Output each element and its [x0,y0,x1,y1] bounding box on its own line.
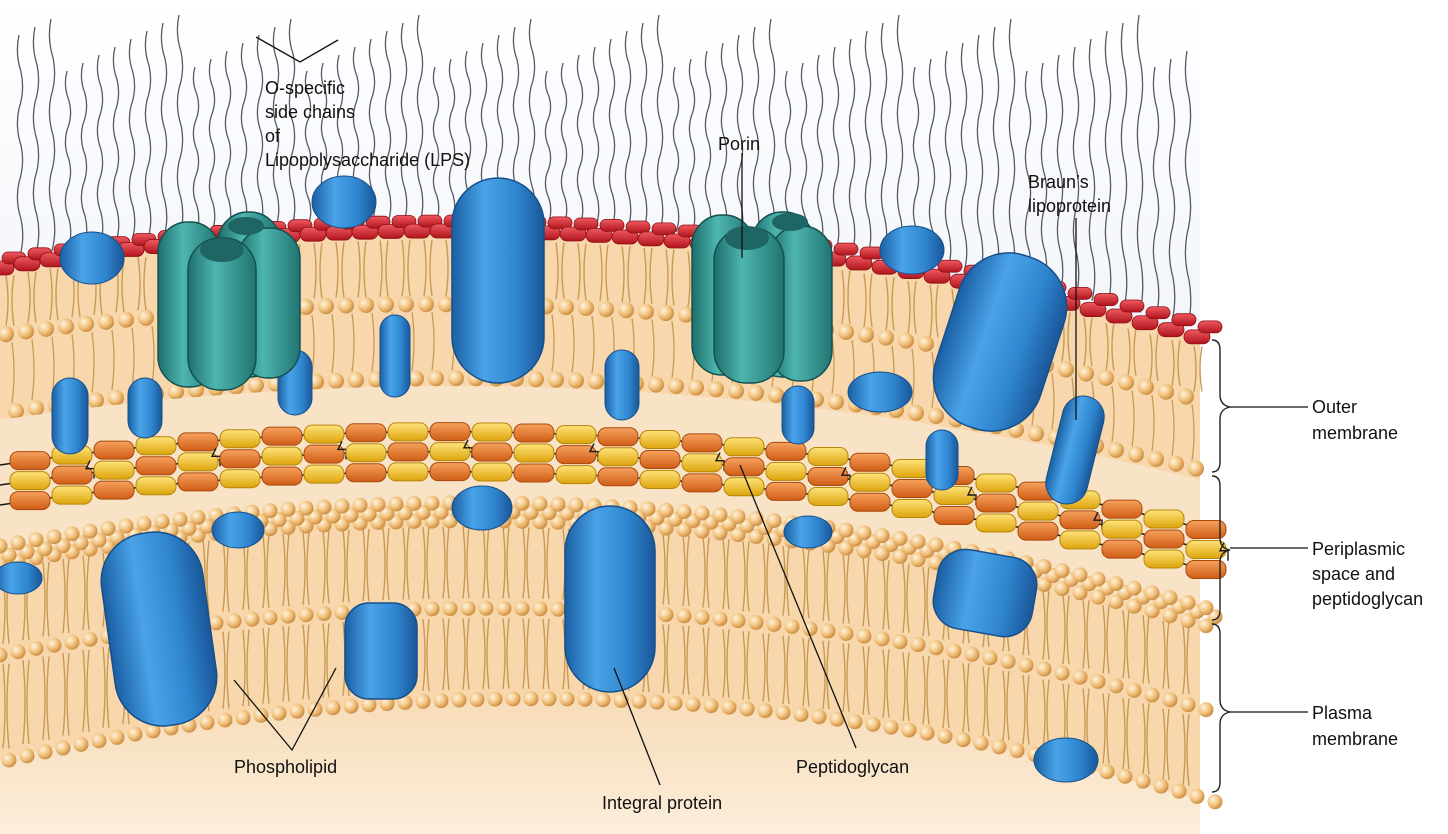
lipoprotein-peg [379,314,411,398]
plasma-membrane-label-line2: membrane [1312,729,1398,749]
surface-protein [59,231,125,285]
plasma-protein [344,602,418,700]
porin-label: Porin [718,134,760,154]
lps-label-line4: Lipopolysaccharide (LPS) [265,150,470,170]
plasma-membrane-label-line1: Plasma [1312,703,1373,723]
peripheral-protein [0,561,43,595]
porin-left [157,211,301,391]
braces [1211,339,1308,793]
phospholipid-leader [233,667,337,752]
inner-leaflet-protein [847,371,913,413]
cytoplasmic-protein [1033,737,1099,783]
peripheral-protein [451,485,513,531]
plasma-integral-protein [564,505,656,693]
surface-protein [311,175,377,229]
peripheral-protein [932,548,1038,638]
outer-integral-protein [932,252,1068,432]
integral-protein-leader [613,667,661,786]
lps-leader [255,36,339,63]
lps-label-line1: O-specific [265,78,345,98]
proteins [0,175,1105,783]
brauns-lipoprotein [1045,395,1105,505]
labels: O-specific side chains of Lipopolysaccha… [234,78,1423,813]
periplasm-label-line3: peptidoglycan [1312,589,1423,609]
cytoplasm [0,698,1200,834]
periplasm-label-line1: Periplasmic [1312,539,1405,559]
brauns-label-line1: Braun’s [1028,172,1089,192]
porin-right [691,211,833,384]
phospholipid-label: Phospholipid [234,757,337,777]
label-margin [1200,0,1448,834]
outer-membrane-label-line2: membrane [1312,423,1398,443]
lps-label-line3: of [265,126,281,146]
lps-side-chains [16,14,1192,326]
outer-membrane-label-line1: Outer [1312,397,1357,417]
lipoprotein-peg [51,377,89,455]
periplasm-brace [1211,475,1231,621]
lipoprotein-peg [781,385,815,445]
peptidoglycan-leader [739,464,857,749]
surface-protein [879,225,945,275]
lipoprotein-peg [127,377,163,439]
outer-integral-protein [451,177,545,384]
lipoprotein-peg [925,429,959,491]
peripheral-protein [783,515,833,549]
integral-protein-label: Integral protein [602,793,722,813]
periplasm-label-line2: space and [1312,564,1395,584]
lps-label-line2: side chains [265,102,355,122]
plasma-integral-protein [100,531,218,727]
peripheral-protein [211,511,265,549]
leader-lines [233,36,1077,786]
peptidoglycan-label: Peptidoglycan [796,757,909,777]
brauns-label-line2: lipoprotein [1028,196,1111,216]
lipoprotein-peg [604,349,640,421]
